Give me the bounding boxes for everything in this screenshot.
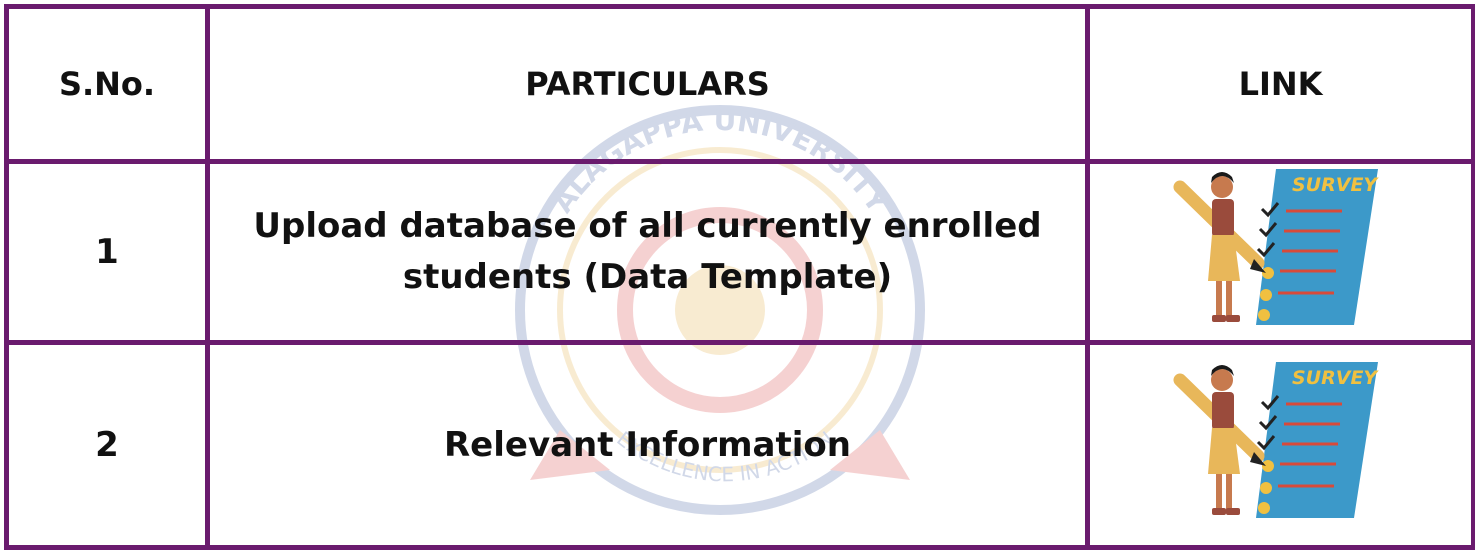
row-sno: 2 — [4, 340, 210, 550]
header-sno: S.No. — [4, 4, 210, 164]
row-particulars: Relevant Information — [205, 340, 1090, 550]
particulars-table: S.No. PARTICULARS LINK 1 Upload database… — [4, 4, 1475, 550]
row-sno: 1 — [4, 159, 210, 345]
row-link-cell: SURVEY — [1085, 340, 1475, 550]
survey-illustration-icon: SURVEY — [1173, 362, 1379, 518]
survey-link-button[interactable]: SURVEY — [1166, 165, 1396, 330]
row-particulars: Upload database of all currently enrolle… — [205, 159, 1090, 345]
survey-label: SURVEY — [1292, 174, 1379, 196]
table-header-row: S.No. PARTICULARS LINK — [4, 4, 1475, 164]
survey-link-button[interactable]: SURVEY — [1166, 358, 1396, 523]
survey-label: SURVEY — [1292, 367, 1379, 389]
table-row: 2 Relevant Information SURVEY — [4, 340, 1475, 550]
survey-illustration-icon: SURVEY — [1173, 169, 1379, 325]
table-row: 1 Upload database of all currently enrol… — [4, 159, 1475, 345]
header-link: LINK — [1085, 4, 1475, 164]
header-particulars: PARTICULARS — [205, 4, 1090, 164]
row-link-cell: SURVEY — [1085, 159, 1475, 345]
